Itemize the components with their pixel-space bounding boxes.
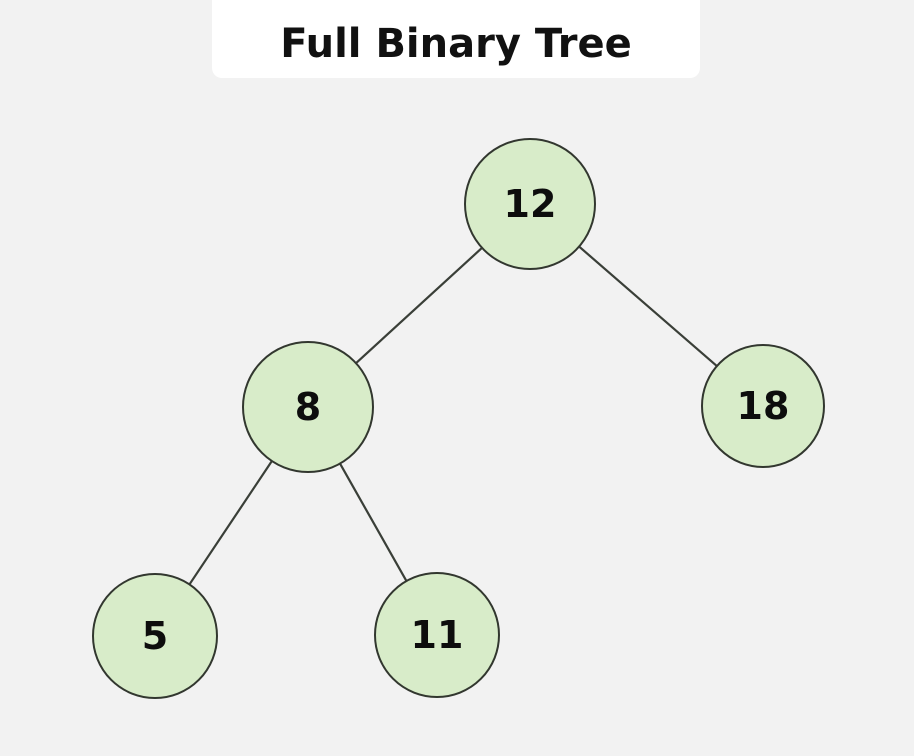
page-title: Full Binary Tree [280, 21, 632, 67]
tree-edge [188, 459, 273, 586]
tree-node-8[interactable]: 8 [242, 341, 374, 473]
tree-node-label: 5 [141, 614, 169, 658]
tree-node-label: 18 [736, 384, 790, 428]
tree-node-label: 12 [503, 182, 557, 226]
tree-edge [578, 245, 719, 368]
tree-node-11[interactable]: 11 [374, 572, 500, 698]
tree-node-label: 8 [294, 385, 322, 429]
tree-node-18[interactable]: 18 [701, 344, 825, 468]
title-card: Full Binary Tree [212, 0, 700, 78]
tree-edge [354, 246, 484, 365]
tree-node-12[interactable]: 12 [464, 138, 596, 270]
tree-node-5[interactable]: 5 [92, 573, 218, 699]
tree-node-label: 11 [410, 613, 464, 657]
tree-edge [338, 462, 408, 583]
